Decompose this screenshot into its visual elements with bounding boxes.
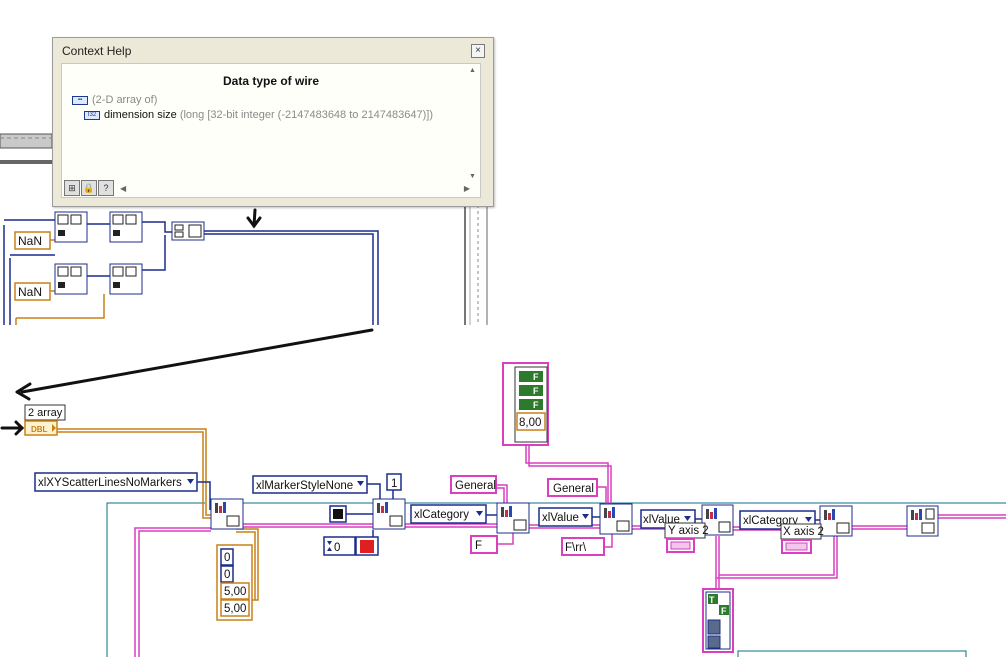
vertical-scrollbar[interactable]: ▲ ▼ [468,67,478,197]
context-help-line-1: ▪▪ (2-D array of) [72,94,157,106]
horizontal-scrollbar[interactable]: ◀ ▶ [120,184,470,194]
chart-type-enum-text: xlXYScatterLinesNoMarkers [38,477,182,489]
bool-f-4: F [721,606,727,616]
axis-cluster-constant[interactable]: F F F 8,00 [502,362,549,446]
axis-type-enum-1-text: xlCategory [414,509,469,521]
two-array-indicator[interactable]: 2 array DBL [24,404,66,436]
x-axis-2-label[interactable]: X axis 2 [780,523,824,554]
structure-frame [106,502,1006,657]
bool-f-1: F [533,372,539,382]
context-help-line-2-type: (long [32-bit integer (-2147483648 to 21… [179,109,434,121]
pink-wires [134,444,1006,657]
context-help-toolbar: ⊞ 🔒 ? [64,180,115,196]
range-array-constant[interactable]: 0 0 5,00 5,00 [216,544,253,621]
upper-frame [0,133,488,325]
context-help-heading: Data type of wire [222,74,320,88]
lower-orange-wires [57,428,259,601]
bool-f-2: F [533,386,539,396]
set-axis-title-y-node[interactable] [701,504,734,536]
delete-chart-node[interactable] [906,505,939,537]
axis-type-enum-2-text: xlValue [542,512,579,524]
axis-type-2-dropdown-icon [582,514,589,519]
scroll-right-icon[interactable]: ▶ [463,184,470,193]
context-help-line-1-text: (2-D array of) [92,94,158,106]
marker-size-constant[interactable]: 1 [386,473,402,491]
context-help-window: Context Help × Data type of wire ▪▪ (2-D … [52,37,494,207]
marker-size-text: 1 [391,478,397,490]
array-value-1: 0 [224,569,230,581]
scroll-left-icon[interactable]: ◀ [120,184,127,193]
chart-type-enum[interactable]: xlXYScatterLinesNoMarkers [34,472,198,492]
context-help-title: Context Help [62,44,132,58]
bool-t: T [709,595,715,605]
chart-type-dropdown-icon [187,479,194,484]
set-axis-category-node[interactable] [496,502,530,534]
context-help-body: Data type of wire ▪▪ (2-D array of) I32 di… [61,63,481,198]
upper-array-node-4[interactable] [109,263,143,295]
number-format-2-text: General [553,483,594,495]
y-axis-2-text: Y axis 2 [668,525,709,537]
set-axis-title-x-node[interactable] [819,505,853,537]
bool-f-3: F [533,400,539,410]
number-format-constant-1[interactable]: General [450,475,497,494]
set-axis-value-node[interactable] [599,503,633,535]
bool-cluster-constant[interactable]: T F [702,588,734,653]
nan-constant-2-text: NaN [18,285,42,299]
upper-array-node-1[interactable] [54,211,88,243]
array-type-icon: ▪▪ [72,95,88,105]
color-numeric-text: 0 [334,542,340,554]
build-array-node[interactable] [171,221,205,241]
axis-type-4-dropdown-icon [805,517,812,522]
context-help-line-2-name: dimension size [104,109,177,121]
context-help-line-2: I32 dimension size (long [32-bit integer … [84,109,433,121]
upper-array-node-3[interactable] [54,263,88,295]
help-icon[interactable]: ? [98,180,114,196]
i32-type-icon: I32 [84,110,100,120]
array-value-0: 0 [224,552,230,564]
upper-array-node-2[interactable] [109,211,143,243]
array-value-3: 5,00 [224,603,246,615]
set-marker-style-node[interactable] [372,498,406,530]
marker-style-dropdown-icon [357,481,364,486]
title-string-constant-1[interactable]: F [470,535,498,554]
upper-blue-wires [3,219,379,325]
y-axis-2-label[interactable]: Y axis 2 [664,522,709,553]
axis-type-1-dropdown-icon [476,511,483,516]
axis-type-enum-1[interactable]: xlCategory [410,504,487,524]
array-value-2: 5,00 [224,586,246,598]
color-box-constant[interactable] [329,505,347,523]
number-format-constant-2[interactable]: General [547,478,598,497]
annotation-arrows [0,208,374,436]
title-string-1-text: F [475,540,482,552]
axis-type-enum-2[interactable]: xlValue [538,507,593,527]
marker-style-enum-text: xlMarkerStyleNone [256,480,353,492]
increment-decrement-icon [327,541,332,551]
number-format-1-text: General [455,480,496,492]
title-string-constant-2[interactable]: F\rr\ [561,537,605,556]
marker-style-enum[interactable]: xlMarkerStyleNone [252,475,368,494]
nan-constant-1[interactable]: NaN [14,231,51,250]
scroll-up-icon[interactable]: ▲ [469,67,476,74]
nan-constant-2[interactable]: NaN [14,282,51,301]
two-array-label: 2 array [28,407,63,419]
set-chart-type-node[interactable] [210,498,244,530]
show-optional-terminals-icon[interactable]: ⊞ [64,180,80,196]
dbl-tag: DBL [31,425,48,434]
color-numeric-constant[interactable]: 0 [323,536,379,556]
lock-icon[interactable]: 🔒 [81,180,97,196]
cluster-num-text: 8,00 [519,417,541,429]
axis-type-3-dropdown-icon [684,516,691,521]
nan-constant-1-text: NaN [18,234,42,248]
scroll-down-icon[interactable]: ▼ [469,173,476,180]
close-icon[interactable]: × [471,44,485,58]
x-axis-2-text: X axis 2 [783,526,824,538]
title-string-2-text: F\rr\ [565,542,587,554]
